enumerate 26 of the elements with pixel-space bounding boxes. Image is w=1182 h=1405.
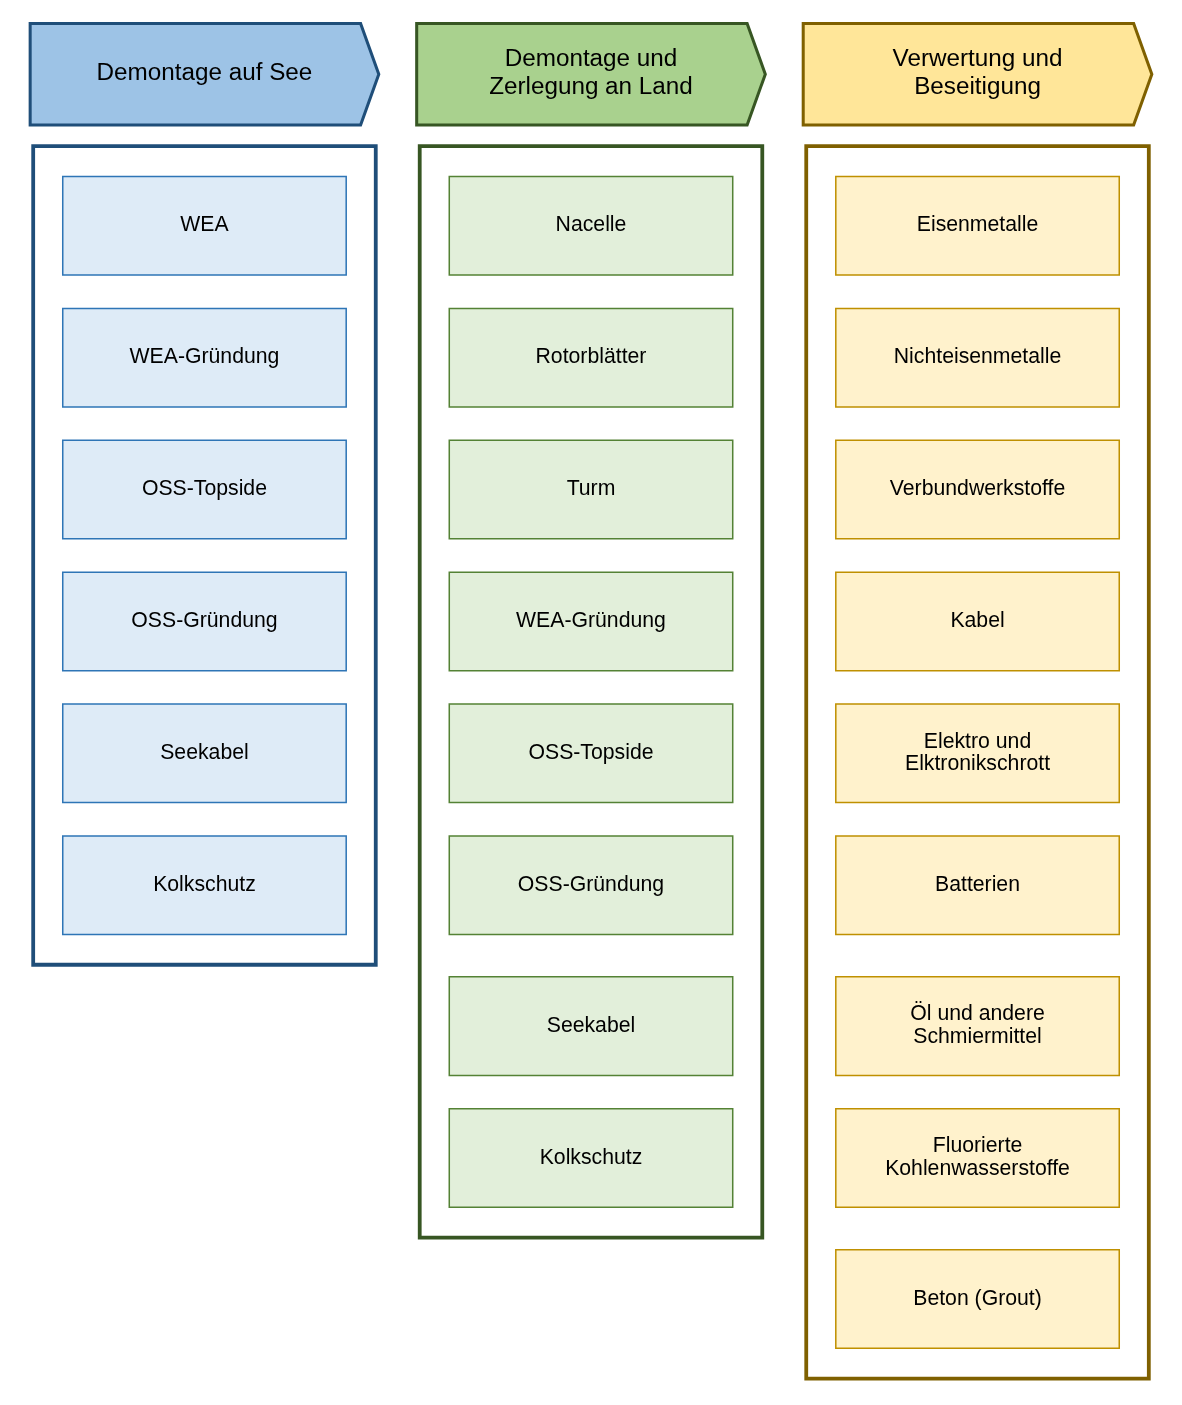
node-box: Seekabel: [62, 703, 347, 804]
node-box: Rotorblätter: [448, 307, 734, 408]
node-box: WEA-Gründung: [62, 307, 347, 408]
node-box: Nacelle: [448, 175, 734, 276]
node-box: Nichteisenmetalle: [835, 307, 1120, 408]
node-box: OSS-Gründung: [448, 835, 734, 936]
node-box: Beton (Grout): [835, 1248, 1120, 1349]
node-box: OSS-Topside: [62, 439, 347, 540]
cluster: [31, 144, 378, 967]
node-box: WEA: [62, 175, 347, 276]
node-box: OSS-Topside: [448, 703, 734, 804]
node-box: Eisenmetalle: [835, 175, 1120, 276]
node-box: Kolkschutz: [448, 1107, 734, 1208]
node-box: OSS-Gründung: [62, 571, 347, 672]
cluster: [804, 144, 1151, 1381]
node-box: Kabel: [835, 571, 1120, 672]
node-box: WEA-Gründung: [448, 571, 734, 672]
node-box: Turm: [448, 439, 734, 540]
node-box: Kolkschutz: [62, 835, 347, 936]
node-box: Fluorierte Kohlenwasserstoffe: [835, 1107, 1120, 1208]
node-box: Batterien: [835, 835, 1120, 936]
node-box: Öl und andere Schmiermittel: [835, 976, 1120, 1077]
node-box: Seekabel: [448, 976, 734, 1077]
cluster: [417, 144, 765, 1240]
node-box: Verbundwerkstoffe: [835, 439, 1120, 540]
node-box: Elektro und Elktronikschrott: [835, 703, 1120, 804]
